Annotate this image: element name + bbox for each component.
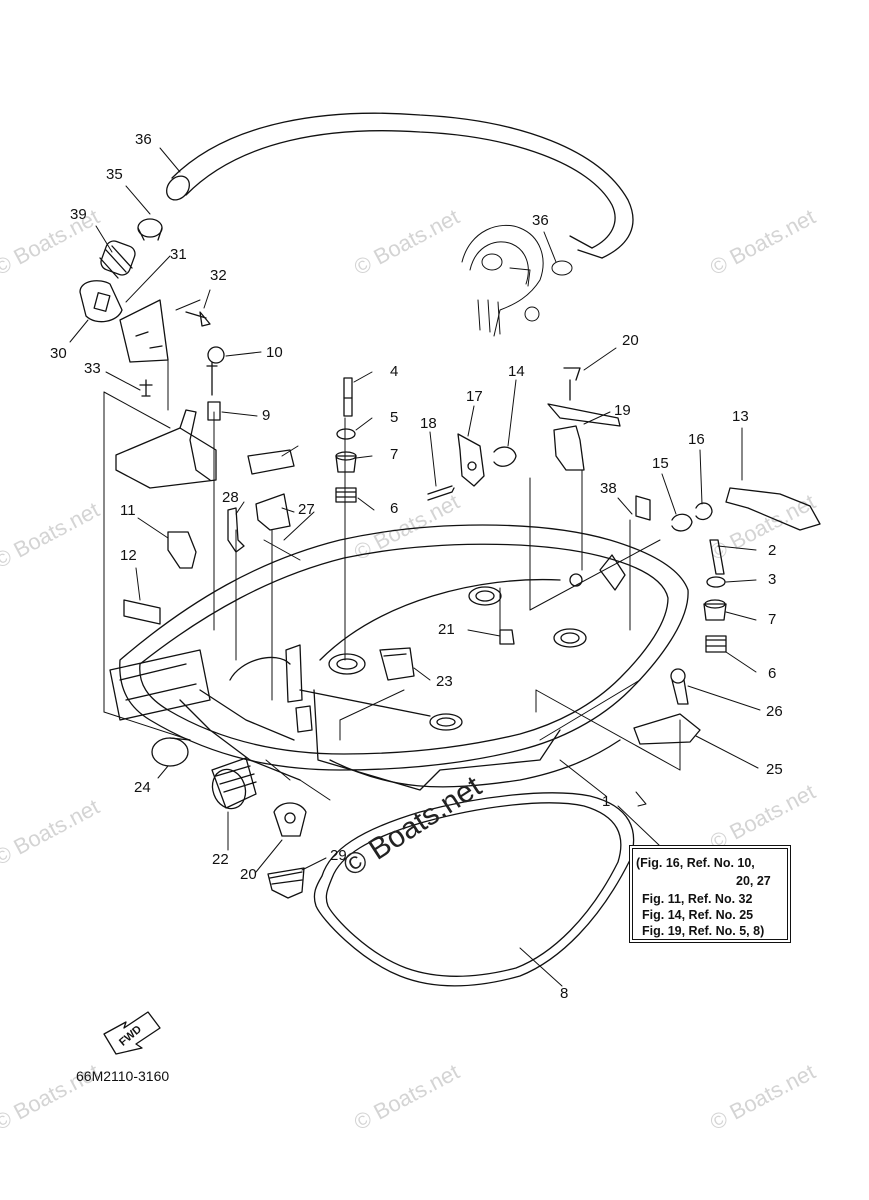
callout-35: 36 (135, 131, 152, 148)
callout-11: 11 (120, 502, 136, 519)
hose (166, 112, 634, 259)
lever-bracket (115, 346, 225, 489)
callout-15: 15 (652, 455, 669, 472)
callout-30: 29 (330, 847, 347, 864)
callout-7a: 7 (390, 446, 399, 463)
hose-fitting (79, 218, 163, 323)
callout-36: 35 (106, 166, 123, 183)
callout-13: 13 (732, 408, 749, 425)
bottom-cowling (109, 524, 689, 791)
callout-17: 17 (466, 388, 483, 405)
callout-36b: 36 (532, 212, 549, 229)
callout-14: 14 (508, 363, 525, 380)
callout-3: 3 (768, 571, 777, 588)
callout-24: 24 (134, 779, 151, 796)
leader-lines (103, 299, 681, 801)
reference-note-box (629, 845, 791, 943)
callout-16: 16 (688, 431, 705, 448)
callout-4: 4 (390, 363, 399, 380)
callout-leaders (69, 147, 761, 987)
callout-25: 22 (212, 851, 229, 868)
callout-27: 26 (766, 703, 783, 720)
callout-37: 39 (70, 206, 87, 223)
callout-1: 1 (602, 793, 611, 810)
callout-6a: 6 (390, 500, 399, 517)
callout-20: 20 (622, 332, 639, 349)
callout-21: 21 (438, 621, 455, 638)
engine-silhouette (461, 224, 573, 337)
callout-38: 38 (600, 480, 617, 497)
callout-23: 23 (436, 673, 453, 690)
small-parts (123, 367, 821, 745)
callout-34: 33 (84, 360, 101, 377)
callout-28: 27 (298, 501, 315, 518)
callout-18: 18 (420, 415, 437, 432)
callout-10: 10 (266, 344, 283, 361)
callout-12: 12 (120, 547, 137, 564)
reference-note-line: (Fig. 16, Ref. No. 10, (636, 856, 755, 870)
callout-31: 30 (50, 345, 67, 362)
grommets (151, 737, 307, 899)
callout-7b: 7 (768, 611, 777, 628)
callout-32: 31 (170, 246, 187, 263)
fwd-arrow (103, 1011, 161, 1055)
seal-ring (313, 792, 635, 987)
diagram-code: 66M2110-3160 (76, 1068, 170, 1084)
callout-9: 9 (262, 407, 271, 424)
bracket (119, 299, 211, 397)
callout-22: 20 (240, 866, 257, 883)
callout-29: 28 (222, 489, 239, 506)
callout-2: 2 (768, 542, 777, 559)
callout-6b: 6 (768, 665, 777, 682)
callout-19: 19 (614, 402, 631, 419)
callout-8: 8 (560, 985, 569, 1002)
reference-note-line: Fig. 19, Ref. No. 5, 8) (642, 924, 765, 938)
reference-note-line: Fig. 11, Ref. No. 32 (642, 892, 753, 906)
callout-33: 32 (210, 267, 227, 284)
reference-note-line: Fig. 14, Ref. No. 25 (642, 908, 754, 922)
reference-note-line: 20, 27 (736, 874, 771, 888)
callout-26: 25 (766, 761, 783, 778)
callout-5: 5 (390, 409, 399, 426)
